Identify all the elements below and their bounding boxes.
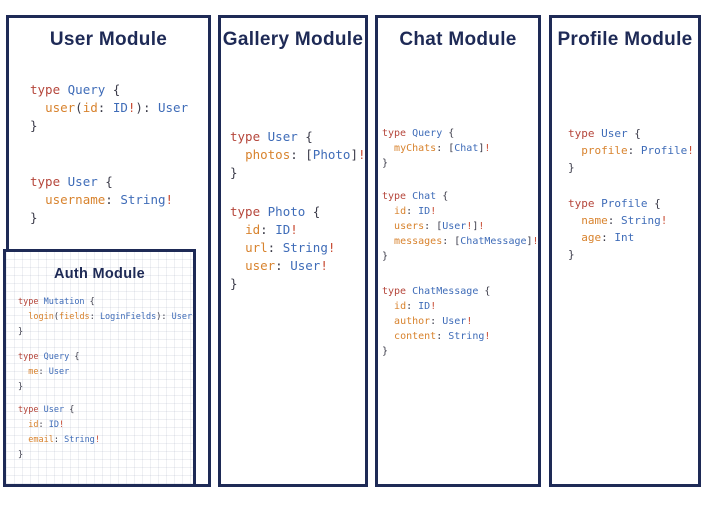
code-block-profile-user: type User { profile: Profile!} (568, 125, 694, 176)
code-line: } (30, 210, 38, 225)
code-line: } (18, 327, 24, 337)
code-line: type User { (30, 174, 113, 189)
code-block-chat-chat: type Chat { id: ID! users: [User!]! mess… (382, 189, 539, 264)
code-line: type Query { (382, 128, 455, 139)
code-line: id: ID! (245, 222, 298, 237)
code-line: user: User! (245, 258, 328, 273)
code-line: } (230, 276, 238, 291)
gallery-module-panel: Gallery Module type User { photos: [Phot… (218, 15, 368, 487)
code-line: type User { (230, 129, 313, 144)
auth-module-title: Auth Module (53, 266, 146, 282)
code-line: type ChatMessage { (382, 286, 491, 297)
code-line: user(id: ID!): User (45, 100, 189, 115)
code-line: age: Int (581, 231, 635, 244)
code-block-user-user: type User { username: String!} (30, 173, 173, 227)
code-line: } (30, 118, 38, 133)
code-line: type Mutation { (18, 297, 95, 307)
code-line: type User { (568, 127, 641, 140)
code-line: } (230, 165, 238, 180)
code-block-chat-chatmessage: type ChatMessage { id: ID! author: User!… (382, 284, 490, 359)
code-line: type Profile { (568, 197, 661, 210)
code-line: me: User (28, 367, 70, 377)
code-line: } (568, 161, 575, 174)
code-line: id: ID! (394, 301, 437, 312)
auth-module-panel: Auth Module type Mutation { login(fields… (3, 249, 196, 487)
code-block-auth-mutation: type Mutation { login(fields: LoginField… (18, 295, 192, 340)
code-line: } (18, 382, 24, 392)
chat-module-title: Chat Module (399, 29, 517, 50)
code-block-user-query: type Query { user(id: ID!): User} (30, 81, 188, 135)
code-block-gallery-photo: type Photo { id: ID! url: String! user: … (230, 203, 335, 293)
code-line: profile: Profile! (581, 144, 694, 157)
code-block-auth-user: type User { id: ID! email: String!} (18, 403, 100, 463)
chat-module-panel: Chat Module type Query { myChats: [Chat]… (375, 15, 541, 487)
gallery-module-title: Gallery Module (222, 29, 364, 50)
code-line: myChats: [Chat]! (394, 143, 491, 154)
code-line: type User { (18, 405, 75, 415)
user-module-title: User Module (49, 29, 168, 50)
code-line: content: String! (394, 331, 491, 342)
code-line: login(fields: LoginFields): User (28, 312, 193, 322)
profile-module-panel: Profile Module type User { profile: Prof… (549, 15, 701, 487)
code-line: } (568, 248, 575, 261)
code-line: type Query { (30, 82, 121, 97)
code-line: } (382, 251, 389, 262)
code-line: url: String! (245, 240, 336, 255)
code-line: photos: [Photo]! (245, 147, 366, 162)
code-block-chat-query: type Query { myChats: [Chat]!} (382, 126, 490, 171)
code-block-profile-profile: type Profile { name: String! age: Int} (568, 195, 667, 263)
code-line: username: String! (45, 192, 174, 207)
code-line: email: String! (28, 435, 100, 445)
profile-module-title: Profile Module (557, 29, 693, 50)
code-line: messages: [ChatMessage]! (394, 236, 539, 247)
code-line: type Chat { (382, 191, 449, 202)
code-line: type Photo { (230, 204, 321, 219)
code-line: } (18, 450, 24, 460)
code-line: id: ID! (28, 420, 65, 430)
code-line: author: User! (394, 316, 473, 327)
code-line: id: ID! (394, 206, 437, 217)
code-line: name: String! (581, 214, 668, 227)
code-line: type Query { (18, 352, 80, 362)
code-line: } (382, 158, 389, 169)
code-line: users: [User!]! (394, 221, 485, 232)
code-block-gallery-user: type User { photos: [Photo]!} (230, 128, 366, 182)
code-line: } (382, 346, 389, 357)
code-block-auth-query: type Query { me: User} (18, 350, 79, 395)
